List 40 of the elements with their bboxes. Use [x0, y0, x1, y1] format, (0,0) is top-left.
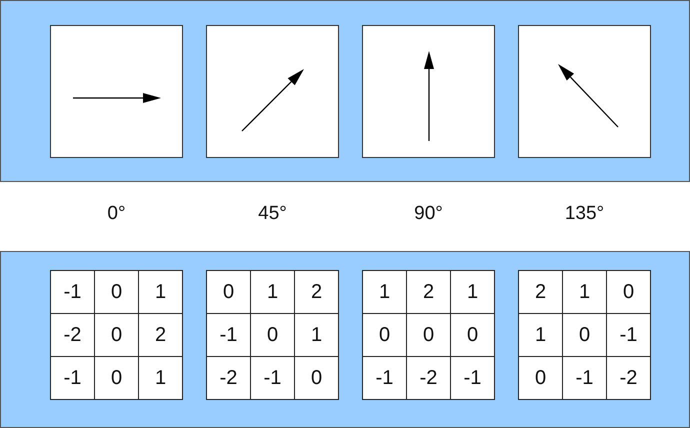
matrix-cell: 0 [606, 270, 650, 314]
matrix-cell: 0 [562, 314, 606, 356]
matrix-cell: 1 [294, 314, 338, 356]
matrix-cell: 1 [250, 270, 294, 314]
angle-label: 45° [257, 203, 288, 225]
matrix-cell: 0 [94, 356, 138, 400]
matrix-cell: 1 [362, 270, 406, 314]
matrix-cell: 1 [450, 270, 494, 314]
matrix-cell: -1 [562, 356, 606, 400]
matrix-cell: 2 [294, 270, 338, 314]
matrix-cell: 2 [406, 270, 450, 314]
matrix-cell: 1 [138, 356, 182, 400]
matrix-cell: 1 [562, 270, 606, 314]
matrix-cell: 0 [294, 356, 338, 400]
matrix-cell: -2 [406, 356, 450, 400]
matrix-cell: -2 [50, 314, 94, 356]
matrix-cell: 2 [518, 270, 562, 314]
angle-label: 0° [106, 203, 127, 225]
matrix-cell: 0 [94, 314, 138, 356]
matrix-cell: 0 [406, 314, 450, 356]
matrix-cell: -1 [50, 356, 94, 400]
matrix-cell: 0 [94, 270, 138, 314]
matrix-cell: 0 [450, 314, 494, 356]
matrix-cell: -2 [206, 356, 250, 400]
matrix-cell: 0 [362, 314, 406, 356]
matrix-cell: -1 [206, 314, 250, 356]
matrix-cell: -1 [450, 356, 494, 400]
matrix-cell: 1 [138, 270, 182, 314]
matrix-cell: 1 [518, 314, 562, 356]
matrix-cell: -2 [606, 356, 650, 400]
angle-label: 90° [413, 203, 444, 225]
matrix-cell: -1 [606, 314, 650, 356]
matrix-cell: -1 [250, 356, 294, 400]
matrix-cell: -1 [362, 356, 406, 400]
matrix-cell: 2 [138, 314, 182, 356]
matrix-cell: -1 [50, 270, 94, 314]
matrix-cell: 0 [206, 270, 250, 314]
matrix-cell: 0 [518, 356, 562, 400]
matrix-cell: 0 [250, 314, 294, 356]
angle-label: 135° [564, 203, 606, 225]
